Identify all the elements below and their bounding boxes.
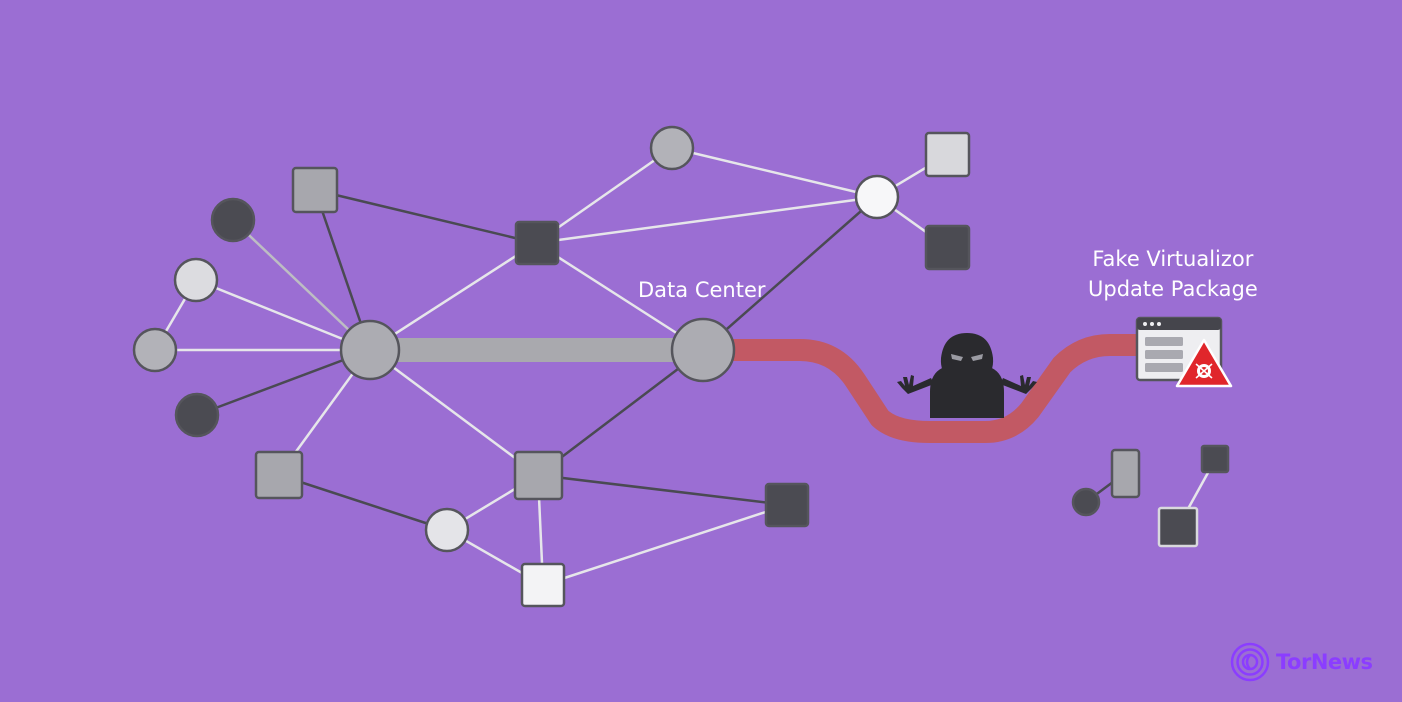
brand-watermark: TorNews bbox=[1230, 642, 1373, 682]
node-square-gray-top bbox=[291, 166, 339, 214]
node-square-dark-outlined bbox=[1157, 506, 1199, 548]
node-square-white-bottom bbox=[520, 562, 566, 608]
node-rect-gray-small bbox=[1110, 448, 1141, 499]
node-square-gray-bottom bbox=[254, 450, 304, 500]
node-light-left bbox=[173, 257, 219, 303]
dark-links bbox=[196, 188, 1126, 532]
node-white-right bbox=[854, 174, 900, 220]
hub-node-left bbox=[339, 319, 401, 381]
fake-package-label: Fake Virtualizor Update Package bbox=[1088, 244, 1258, 304]
fake-update-window-icon bbox=[1135, 316, 1223, 382]
node-dark-left-top bbox=[210, 197, 256, 243]
hacker-icon bbox=[897, 333, 1037, 418]
node-square-dark-small bbox=[1200, 444, 1230, 474]
node-square-dark-top bbox=[514, 220, 560, 266]
tornews-logo-icon bbox=[1230, 642, 1270, 682]
fake-package-label-line2: Update Package bbox=[1088, 277, 1258, 301]
fake-package-label-line1: Fake Virtualizor bbox=[1092, 247, 1254, 271]
node-gray-top bbox=[649, 125, 695, 171]
data-center-label: Data Center bbox=[638, 278, 766, 302]
node-square-light-top-right bbox=[924, 131, 971, 178]
malware-warning-icon bbox=[1175, 338, 1233, 388]
node-light-bottom bbox=[424, 507, 470, 553]
network-nodes bbox=[132, 125, 1230, 608]
node-dark-small bbox=[1071, 487, 1101, 517]
node-square-dark-right bbox=[924, 224, 971, 271]
attack-path bbox=[719, 334, 1156, 443]
node-square-dark-bottom-right bbox=[764, 482, 810, 528]
hub-node-data-center bbox=[670, 317, 736, 383]
node-dark-left-bottom bbox=[174, 392, 220, 438]
node-square-gray-center bbox=[513, 450, 564, 501]
brand-name: TorNews bbox=[1276, 650, 1373, 674]
gray-links bbox=[232, 219, 371, 351]
node-gray-far-left bbox=[132, 327, 178, 373]
